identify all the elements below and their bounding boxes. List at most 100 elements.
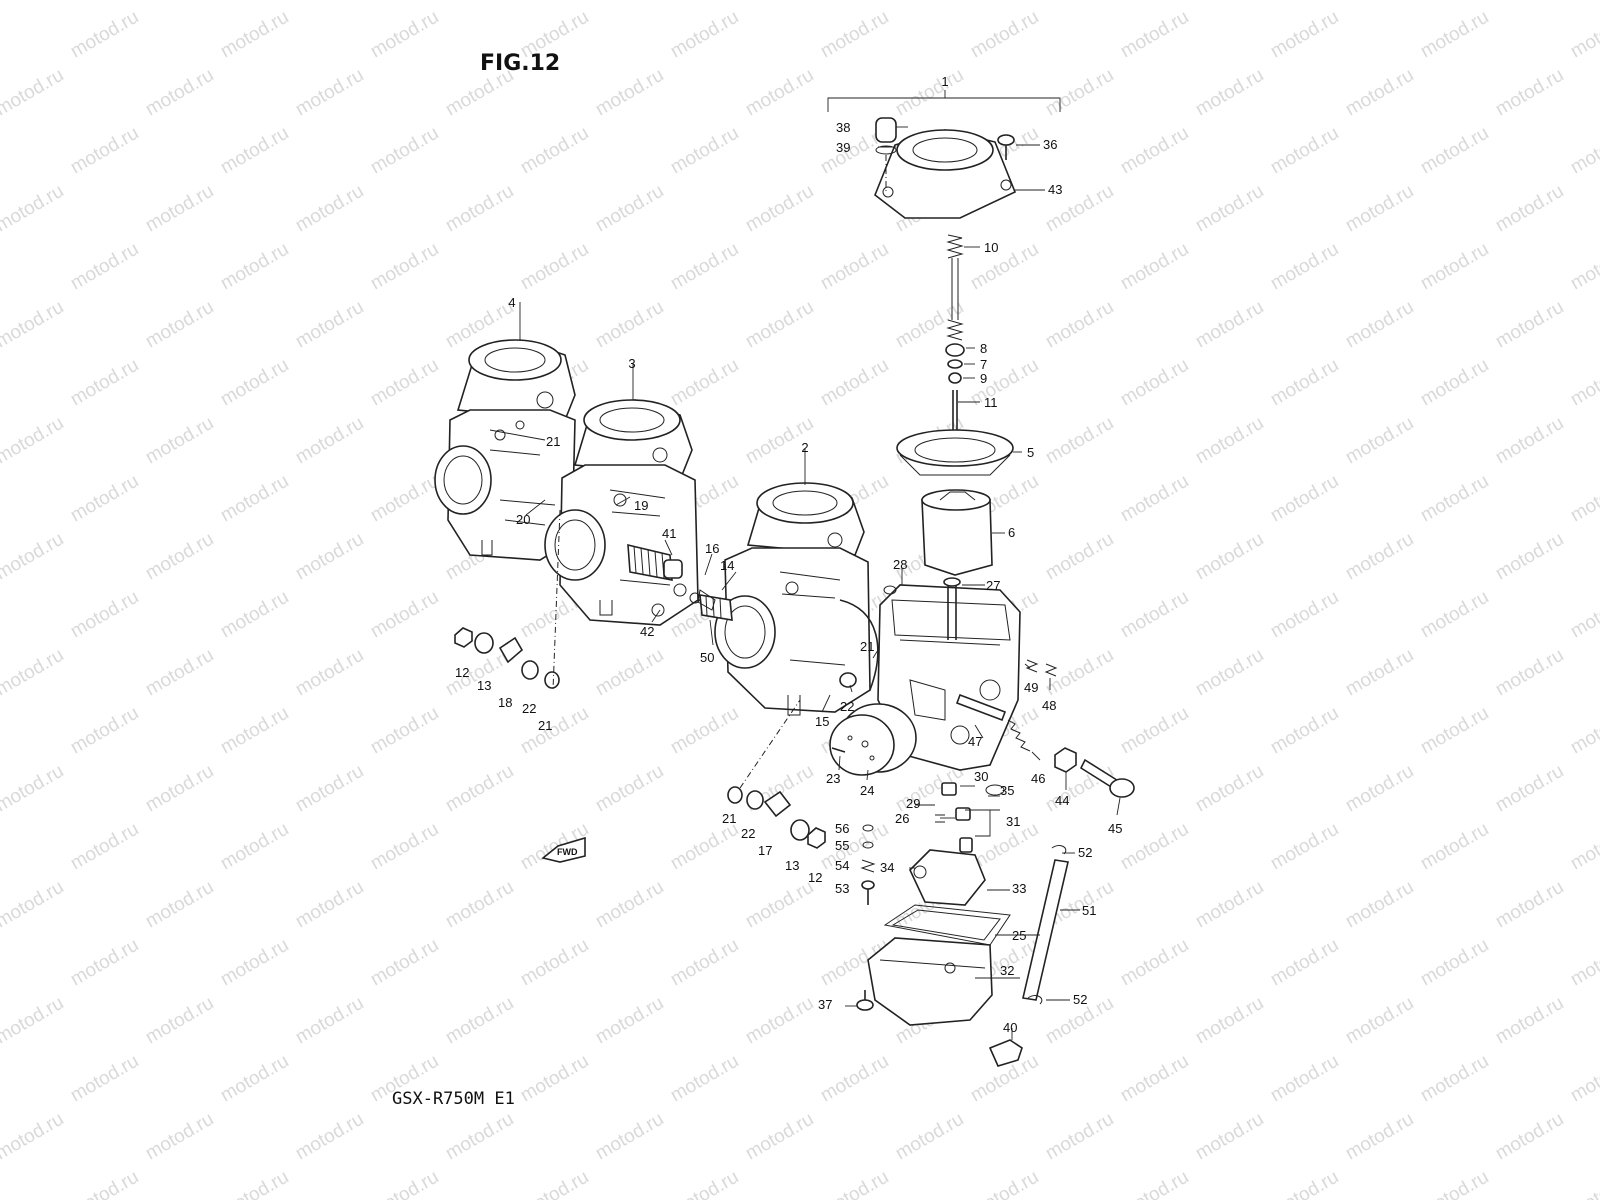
callout-1: 1 [941,74,948,89]
watermark-text: motod.ru [217,7,292,63]
callout-23: 23 [826,771,840,786]
callout-21-top: 21 [546,434,560,449]
watermark-text: motod.ru [0,181,67,237]
callout-15: 15 [815,714,829,729]
watermark-text: motod.ru [1192,0,1267,4]
callout-5: 5 [1027,445,1034,460]
watermark-text: motod.ru [1192,993,1267,1049]
watermark-text: motod.ru [142,413,217,469]
watermark-text: motod.ru [367,703,442,759]
watermark-text: motod.ru [1267,703,1342,759]
piston-valve-6 [921,489,993,576]
watermark-text: motod.ru [667,123,742,179]
fwd-direction-badge: FWD [541,836,586,863]
callout-7: 7 [980,357,987,372]
watermark-text: motod.ru [1342,645,1417,701]
callout-22-mid: 22 [840,699,854,714]
watermark-text: motod.ru [367,819,442,875]
watermark-text: motod.ru [1117,355,1192,411]
watermark-text: motod.ru [1267,7,1342,63]
watermark-text: motod.ru [1117,935,1192,991]
watermark-text: motod.ru [1342,993,1417,1049]
watermark-text: motod.ru [217,1051,292,1107]
watermark-text: motod.ru [292,877,367,933]
watermark-text: motod.ru [1492,1109,1567,1165]
watermark-text: motod.ru [1117,239,1192,295]
watermark-text: motod.ru [1042,65,1117,121]
watermark-text: motod.ru [1492,413,1567,469]
callout-12-right: 12 [808,870,822,885]
carburetor-4 [434,339,576,561]
callout-54: 54 [835,858,849,873]
watermark-text: motod.ru [1342,181,1417,237]
watermark-text: motod.ru [1492,645,1567,701]
watermark-text: motod.ru [817,355,892,411]
clips-52 [1027,845,1067,1005]
watermark-text: motod.ru [442,761,517,817]
watermark-text: motod.ru [67,1167,142,1200]
watermark-text: motod.ru [292,645,367,701]
screw-36 [997,134,1015,160]
callout-19: 19 [634,498,648,513]
starter-cover-24 [829,703,917,776]
leader-lines [519,126,1121,1040]
callout-21-left: 21 [538,718,552,733]
watermark-text: motod.ru [1192,877,1267,933]
watermark-text: motod.ru [667,1167,742,1200]
watermark-text: motod.ru [1492,993,1567,1049]
watermark-text: motod.ru [892,65,967,121]
watermark-text: motod.ru [217,239,292,295]
watermark-text: motod.ru [1342,0,1417,4]
watermark-text: motod.ru [442,1109,517,1165]
callout-13-left: 13 [477,678,491,693]
watermark-text: motod.ru [142,993,217,1049]
watermark-text: motod.ru [442,993,517,1049]
watermark-text: motod.ru [292,413,367,469]
watermark-text: motod.ru [1567,587,1600,643]
watermark-text: motod.ru [1192,413,1267,469]
watermark-text: motod.ru [1417,123,1492,179]
callout-46: 46 [1031,771,1045,786]
watermark-text: motod.ru [592,1109,667,1165]
watermark-text: motod.ru [817,7,892,63]
callout-21-mid: 21 [860,639,874,654]
watermark-text: motod.ru [1342,761,1417,817]
watermark-text: motod.ru [67,355,142,411]
watermark-text: motod.ru [367,1167,442,1200]
watermark-text: motod.ru [67,819,142,875]
watermark-text: motod.ru [0,761,67,817]
watermark-text: motod.ru [1417,471,1492,527]
watermark-text: motod.ru [1567,123,1600,179]
watermark-text: motod.ru [592,65,667,121]
watermark-text: motod.ru [1042,761,1117,817]
watermark-text: motod.ru [217,123,292,179]
callout-12-left: 12 [455,665,469,680]
hardware-set-left [454,509,561,691]
watermark-text: motod.ru [292,1109,367,1165]
watermark-text: motod.ru [817,239,892,295]
watermark-text: motod.ru [967,7,1042,63]
group-bracket [827,90,1061,112]
watermark-text: motod.ru [67,587,142,643]
callout-14: 14 [720,558,734,573]
watermark-text: motod.ru [442,877,517,933]
ring-28 [883,585,897,595]
watermark-text: motod.ru [667,7,742,63]
watermark-text: motod.ru [67,123,142,179]
plug-38 [875,117,897,143]
watermark-text: motod.ru [1417,1051,1492,1107]
callout-42: 42 [640,624,654,639]
callout-11: 11 [984,395,998,410]
watermark-text: motod.ru [1192,761,1267,817]
callout-52-top: 52 [1078,845,1092,860]
watermark-text: motod.ru [1417,703,1492,759]
watermark-text: motod.ru [67,471,142,527]
watermark-text: motod.ru [442,181,517,237]
watermark-text: motod.ru [0,645,67,701]
watermark-text: motod.ru [142,529,217,585]
watermark-text: motod.ru [217,703,292,759]
watermark-text: motod.ru [142,297,217,353]
callout-10: 10 [984,240,998,255]
watermark-text: motod.ru [0,529,67,585]
callout-37: 37 [818,997,832,1012]
